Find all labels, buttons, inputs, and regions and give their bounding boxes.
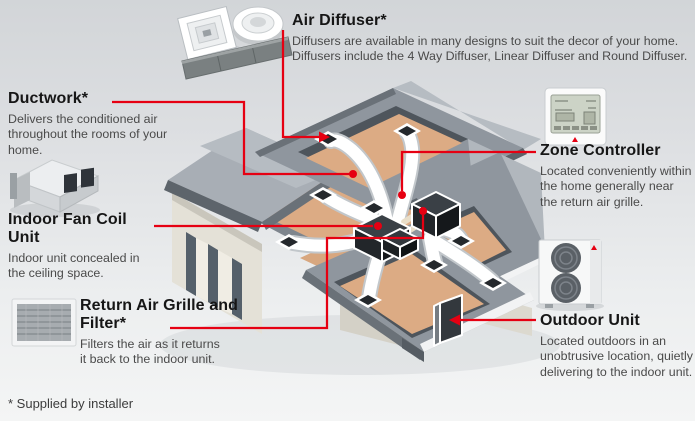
- zone-controller-description: Located conveniently within the home gen…: [540, 163, 692, 209]
- linear-diffuser-icon: [181, 36, 293, 80]
- callout-outdoor-unit: Outdoor Unit Located outdoors in an unob…: [540, 312, 694, 380]
- return-air-grille-photo: [11, 298, 77, 347]
- callout-zone-controller: Zone Controller Located conveniently wit…: [540, 142, 694, 210]
- return-air-grille-title: Return Air Grille and Filter*: [80, 297, 238, 332]
- callout-air-diffuser: Air Diffuser* Diffusers are available in…: [292, 12, 694, 65]
- callout-indoor-fan-coil: Indoor Fan Coil Unit Indoor unit conceal…: [8, 211, 150, 282]
- callout-ductwork: Ductwork* Delivers the conditioned air t…: [8, 90, 186, 158]
- outdoor-unit-photo: [536, 239, 604, 311]
- outdoor-unit-description: Located outdoors in an unobtrusive locat…: [540, 333, 693, 379]
- air-diffuser-description: Diffusers are available in many designs …: [292, 33, 688, 64]
- air-diffuser-connector: [281, 30, 330, 143]
- air-diffuser-title: Air Diffuser*: [292, 12, 387, 29]
- zone-controller-title: Zone Controller: [540, 142, 661, 159]
- upper-wing-roof: [255, 81, 541, 219]
- zone-controller-photo: [544, 87, 607, 146]
- indoor-fan-coil-description: Indoor unit concealed in the ceiling spa…: [8, 250, 140, 281]
- return-grille-connector: [170, 207, 427, 330]
- supplied-by-installer-footnote: * Supplied by installer: [8, 396, 134, 411]
- zone-controller-connector: [398, 150, 536, 199]
- callout-connector-lines: [112, 30, 536, 330]
- callout-return-air-grille: Return Air Grille and Filter* Filters th…: [80, 297, 248, 368]
- round-diffuser-icon: [232, 6, 284, 45]
- ductwork-description: Delivers the conditioned air throughout …: [8, 111, 168, 157]
- fan-coil-unit-photo: [10, 159, 100, 217]
- ductwork-connector: [112, 100, 357, 178]
- indoor-fan-coil-title: Indoor Fan Coil Unit: [8, 211, 127, 246]
- return-air-grille-description: Filters the air as it returns it back to…: [80, 336, 220, 367]
- outdoor-unit-title: Outdoor Unit: [540, 312, 640, 329]
- outdoor-unit-connector: [449, 314, 536, 326]
- fan-coil-connector: [154, 222, 382, 230]
- ductwork-title: Ductwork*: [8, 90, 89, 107]
- ceiling-diffusers: [275, 123, 507, 308]
